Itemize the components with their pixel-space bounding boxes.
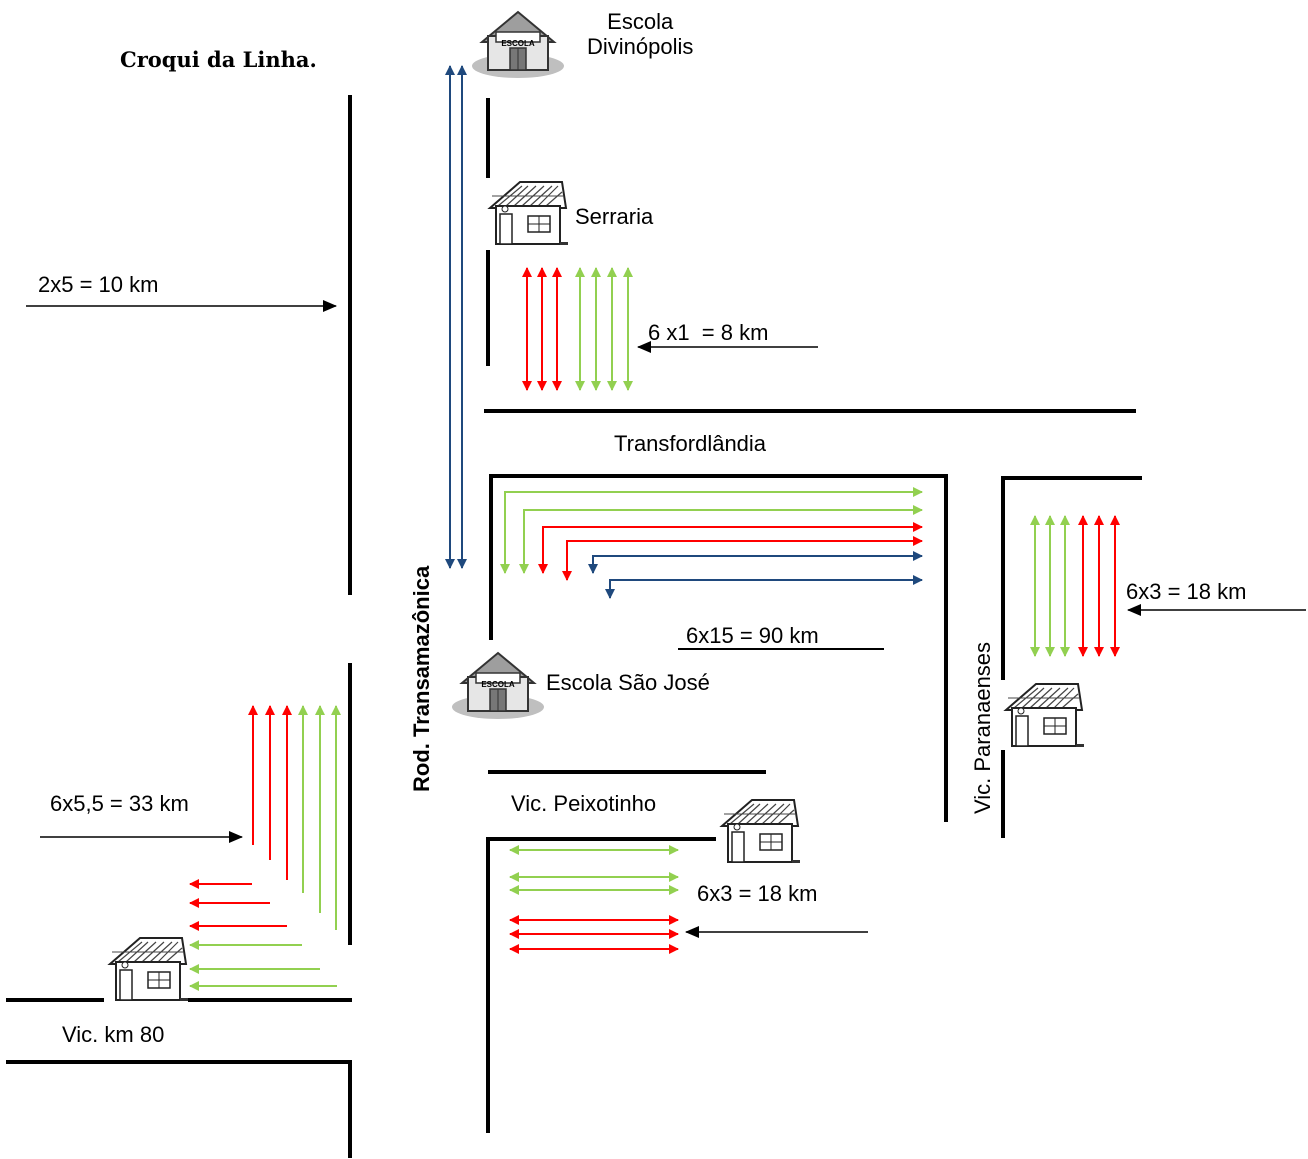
vic-paranaenses-label: Vic. Paranaenses (970, 641, 995, 814)
distance-trunk-label: 2x5 = 10 km (38, 272, 159, 297)
peixotinho-arrows (509, 845, 679, 954)
escola-divinopolis-label: Escola Divinópolis (587, 9, 693, 60)
transfordlandia-label: Transfordlândia (614, 431, 767, 456)
escola-divinopolis-line1: Escola (607, 9, 674, 34)
roads (6, 95, 1142, 1158)
paranaenses-arrows (1030, 515, 1120, 657)
distance-transfordlandia-label: 6x15 = 90 km (686, 623, 819, 648)
serraria-label: Serraria (575, 204, 654, 229)
road (489, 474, 948, 822)
road (6, 1060, 352, 1158)
vic-peixotinho-label: Vic. Peixotinho (511, 791, 657, 816)
arrow (562, 536, 923, 581)
house-icon (103, 933, 189, 1005)
blue-arrows (445, 65, 467, 569)
arrow (588, 551, 923, 574)
serraria-arrows (522, 267, 633, 391)
road (486, 837, 730, 1133)
school-sign: ESCOLA (501, 39, 535, 48)
school-sign: ESCOLA (481, 680, 515, 689)
escola-divinopolis-line2: Divinópolis (587, 34, 694, 60)
distance-paranaenses-label: 6x3 = 18 km (1126, 579, 1247, 604)
transfordlandia-arrows (500, 487, 923, 599)
rodovia-label: Rod. Transamazônica (409, 565, 434, 792)
house-icon (715, 795, 801, 867)
distance-serraria-label: 6 x1 = 8 km (648, 320, 769, 345)
house-icon (483, 177, 569, 249)
escola-sao-jose-label: Escola São José (546, 670, 710, 695)
km80-arrows (189, 705, 341, 991)
vic-km80-label: Vic. km 80 (62, 1022, 165, 1047)
distance-peixotinho-label: 6x3 = 18 km (697, 881, 818, 906)
pointer-arrows (26, 300, 1306, 938)
distance-km80-label: 6x5,5 = 33 km (50, 791, 189, 816)
road (1001, 476, 1142, 838)
arrow (519, 505, 923, 574)
arrow (538, 522, 923, 574)
house-icon (999, 679, 1085, 751)
page-title: Croqui da Linha. (120, 47, 317, 72)
arrow (500, 487, 923, 574)
arrow (605, 575, 923, 599)
